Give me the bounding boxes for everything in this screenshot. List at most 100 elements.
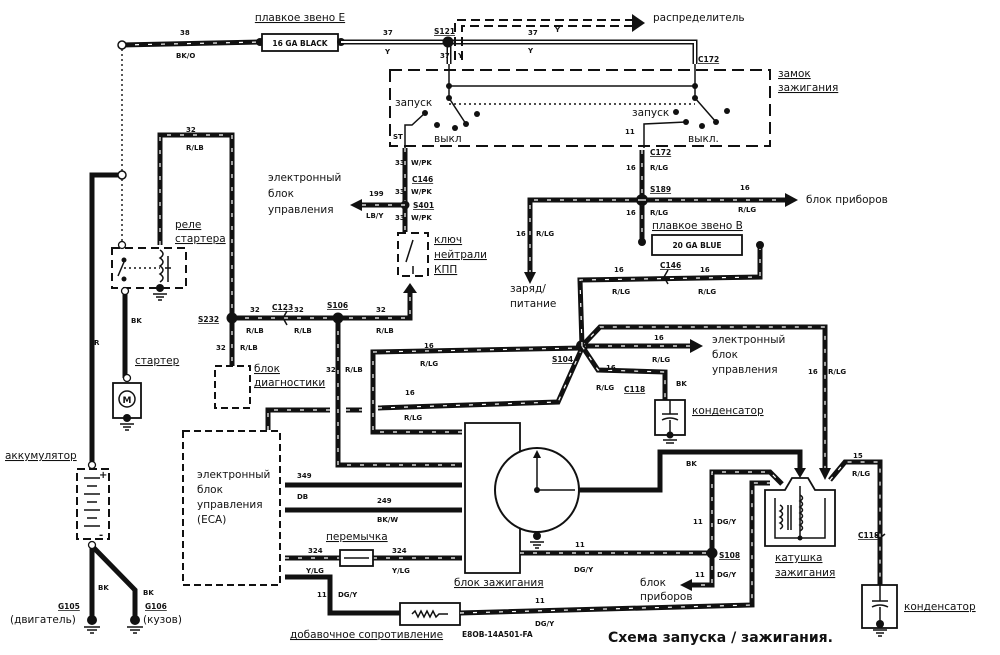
relay-contact (117, 261, 125, 277)
wire-label: R/LG (828, 368, 846, 376)
wire-label: DG/Y (717, 571, 737, 579)
ground-point (130, 615, 140, 625)
ignition-switch-label-2: зажигания (778, 82, 838, 94)
wire-label: 16 (424, 342, 434, 350)
distributor-rotor (536, 455, 575, 491)
eca-label-1: электронный (197, 469, 270, 481)
wire-stripe (711, 471, 783, 553)
off-right-label: выкл. (688, 133, 719, 145)
ground-icon (873, 629, 887, 637)
switch-st-lead (404, 112, 426, 148)
condenser-right-label: конденсатор (904, 601, 976, 613)
wire-label: W/PK (411, 159, 432, 167)
terminal (87, 460, 97, 470)
wire-stripe (581, 326, 826, 470)
arrow-icon (785, 193, 798, 207)
contact (452, 125, 458, 131)
contact (713, 119, 719, 125)
wire-label: 33 (395, 159, 405, 167)
wire-label: W/PK (411, 214, 432, 222)
coil-label-2: зажигания (775, 567, 835, 579)
st-label: ST (393, 133, 403, 141)
wire-bk-coil (578, 449, 803, 493)
ignition-switch-label-1: замок (778, 68, 811, 80)
connector-c123-icon (282, 310, 288, 326)
rotor-center (534, 487, 540, 493)
contact (434, 122, 440, 128)
arrow-icon (403, 283, 417, 293)
wire-stripe (372, 347, 583, 433)
wire-11-dg-y-eca (285, 574, 400, 616)
wire-label: 32 (216, 344, 226, 352)
wire-bk-ground-body (91, 545, 138, 618)
arrow-icon (690, 339, 703, 353)
wire-label: 11 (575, 541, 585, 549)
contact (724, 108, 730, 114)
wire-label: 249 (377, 497, 392, 505)
condenser-label: конденсатор (692, 405, 764, 417)
wire-label: 15 (853, 452, 863, 460)
neutral-switch-box[interactable] (397, 232, 429, 277)
wire-label: W/PK (411, 188, 432, 196)
ignition-switch-box[interactable] (389, 69, 771, 147)
wire-32-r-lb-ignition (335, 318, 462, 468)
wire-label: Y/LG (305, 567, 324, 575)
wire-label: BK/O (176, 52, 195, 60)
wire-label: 16 (700, 266, 710, 274)
g106-label: G106 (145, 602, 167, 611)
wire-label: R (94, 339, 100, 347)
wire-label: R/LG (852, 470, 870, 478)
ecu-mid-label-2: блок (712, 349, 738, 361)
diagnostics-connector-box[interactable] (214, 365, 251, 409)
wire-label: 11 (625, 128, 635, 136)
start-left-label: запуск (395, 97, 432, 109)
wire-eca-top (265, 407, 330, 430)
neutral-switch-label-1: ключ (434, 234, 462, 246)
wire-label: 38 (180, 29, 190, 37)
ground-icon (120, 423, 134, 431)
splice-s232-dot (226, 312, 238, 324)
wire-label: 16 (626, 209, 636, 217)
eca-box[interactable] (182, 430, 281, 586)
wire-label: Y (527, 47, 534, 55)
terminal (117, 240, 127, 250)
ground-point (87, 615, 97, 625)
splice-label: S104 (552, 355, 573, 364)
terminal (87, 540, 97, 550)
wire-label: 33 (395, 188, 405, 196)
ground-point (876, 620, 884, 628)
wire-label: 16 (606, 364, 616, 372)
wire-16-r-lg-lower (377, 346, 585, 411)
splice-label: C172 (698, 55, 719, 64)
wire-label: 32 (186, 126, 196, 134)
wire-label: R/LG (650, 209, 668, 217)
wire-label: R/LB (294, 327, 312, 335)
neutral-switch-label-3: КПП (434, 264, 457, 276)
wire-r (89, 172, 122, 470)
starter-relay-box[interactable] (111, 247, 187, 289)
junction (797, 535, 803, 541)
start-right-label: запуск (632, 107, 669, 119)
ecu-mid-label-1: электронный (712, 334, 785, 346)
wire-label: 324 (308, 547, 323, 555)
wire-label: 37 (528, 29, 538, 37)
wire-inner (341, 41, 696, 64)
ballast-resistor[interactable] (399, 602, 461, 626)
wire-label: 11 (693, 518, 703, 526)
ground-point (156, 284, 164, 292)
fuse-link-b (651, 234, 743, 256)
g105-name: (двигатель) (10, 614, 76, 626)
wire-label: 16 (654, 334, 664, 342)
splice-label: C146 (660, 261, 681, 270)
arrow-icon (680, 579, 692, 591)
wire-stripe (529, 199, 642, 272)
resistor-part-number: E8OB-14A501-FA (462, 630, 533, 639)
wire-label: 37 (440, 52, 450, 60)
wire-label: 32 (376, 306, 386, 314)
wire-label: 32 (250, 306, 260, 314)
terminal (117, 40, 127, 50)
wire-stripe (159, 134, 233, 318)
charge-label-1: заряд/ (510, 283, 546, 295)
